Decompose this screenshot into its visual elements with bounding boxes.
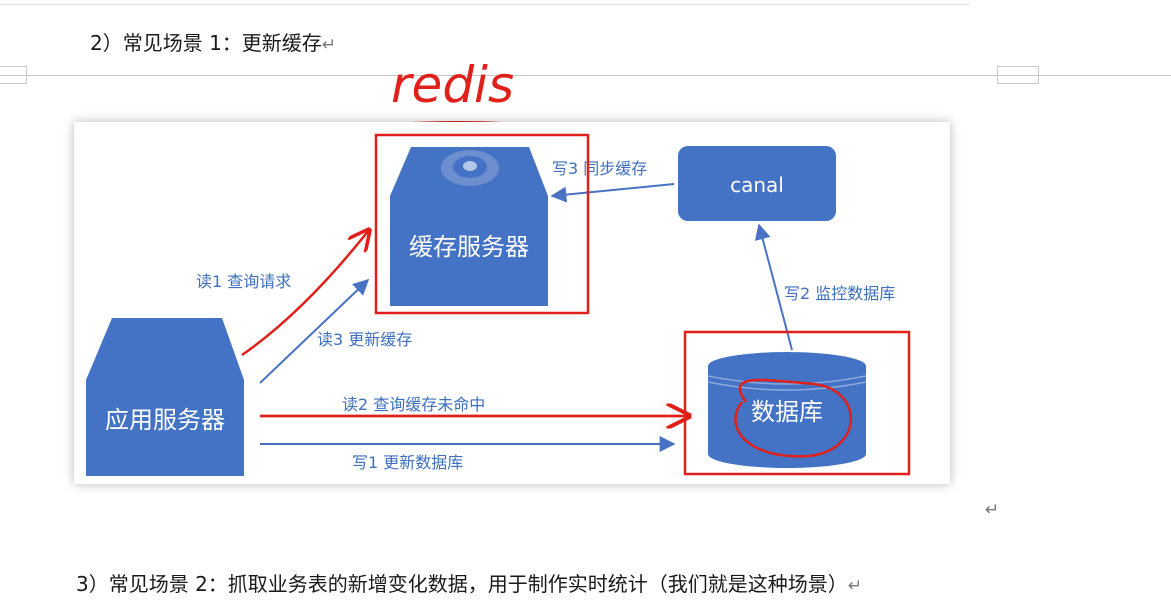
database-bottom xyxy=(708,440,866,468)
canal-node: canal xyxy=(678,146,836,221)
edge-label-write1: 写1 更新数据库 xyxy=(352,453,463,472)
margin-marker-left xyxy=(0,66,27,84)
edge-label-write2: 写2 监控数据库 xyxy=(784,284,895,303)
edge-label-read2: 读2 查询缓存未命中 xyxy=(342,395,485,414)
paragraph-mark-icon: ↵ xyxy=(847,576,863,596)
paragraph-mark-icon: ↵ xyxy=(985,500,1000,520)
margin-marker-right xyxy=(997,66,1039,84)
app-server-node: 应用服务器 xyxy=(86,318,244,476)
arrow-canal-to-cache xyxy=(550,183,675,203)
page-top-rule xyxy=(0,0,970,5)
cache-server-node: 缓存服务器 xyxy=(390,147,548,306)
database-highlight-box xyxy=(683,330,911,476)
edge-label-write3: 写3 同步缓存 xyxy=(552,159,647,178)
paragraph-mark-icon: ↵ xyxy=(321,35,337,55)
arrow-app-update-cache xyxy=(259,278,370,384)
section-heading-scenario-2: 3）常见场景 2：抓取业务表的新增变化数据，用于制作实时统计（我们就是这种场景）… xyxy=(76,572,863,596)
database-ring-2 xyxy=(707,381,867,391)
app-server-body xyxy=(86,380,244,476)
database-red-circle xyxy=(734,378,853,458)
app-server-top xyxy=(86,318,244,380)
app-server-label: 应用服务器 xyxy=(105,406,225,434)
section-heading-scenario-1: 2）常见场景 1：更新缓存↵ xyxy=(90,31,337,55)
edge-label-read3: 读3 更新缓存 xyxy=(317,330,412,349)
page-margin-rule xyxy=(0,75,1171,76)
cache-disk-icon-center xyxy=(463,161,477,171)
diagram-canvas: 缓存服务器 canal 应用服务器 数据库 写3 同步缓存 写2 xyxy=(86,133,911,476)
redis-annotation-text: redis xyxy=(391,56,514,114)
cache-server-body xyxy=(390,196,548,306)
canal-box xyxy=(678,146,836,221)
database-label: 数据库 xyxy=(751,398,823,426)
database-node: 数据库 xyxy=(707,352,867,468)
architecture-diagram: 缓存服务器 canal 应用服务器 数据库 写3 同步缓存 写2 xyxy=(74,122,950,484)
canal-label: canal xyxy=(730,173,784,197)
arrow-db-to-canal xyxy=(754,223,793,351)
cache-server-highlight-box xyxy=(374,133,590,315)
cache-server-label: 缓存服务器 xyxy=(409,233,529,261)
red-arrow-read1 xyxy=(241,230,369,357)
edge-label-read1: 读1 查询请求 xyxy=(196,272,291,291)
database-ring-1 xyxy=(707,375,867,385)
database-top xyxy=(708,352,866,380)
